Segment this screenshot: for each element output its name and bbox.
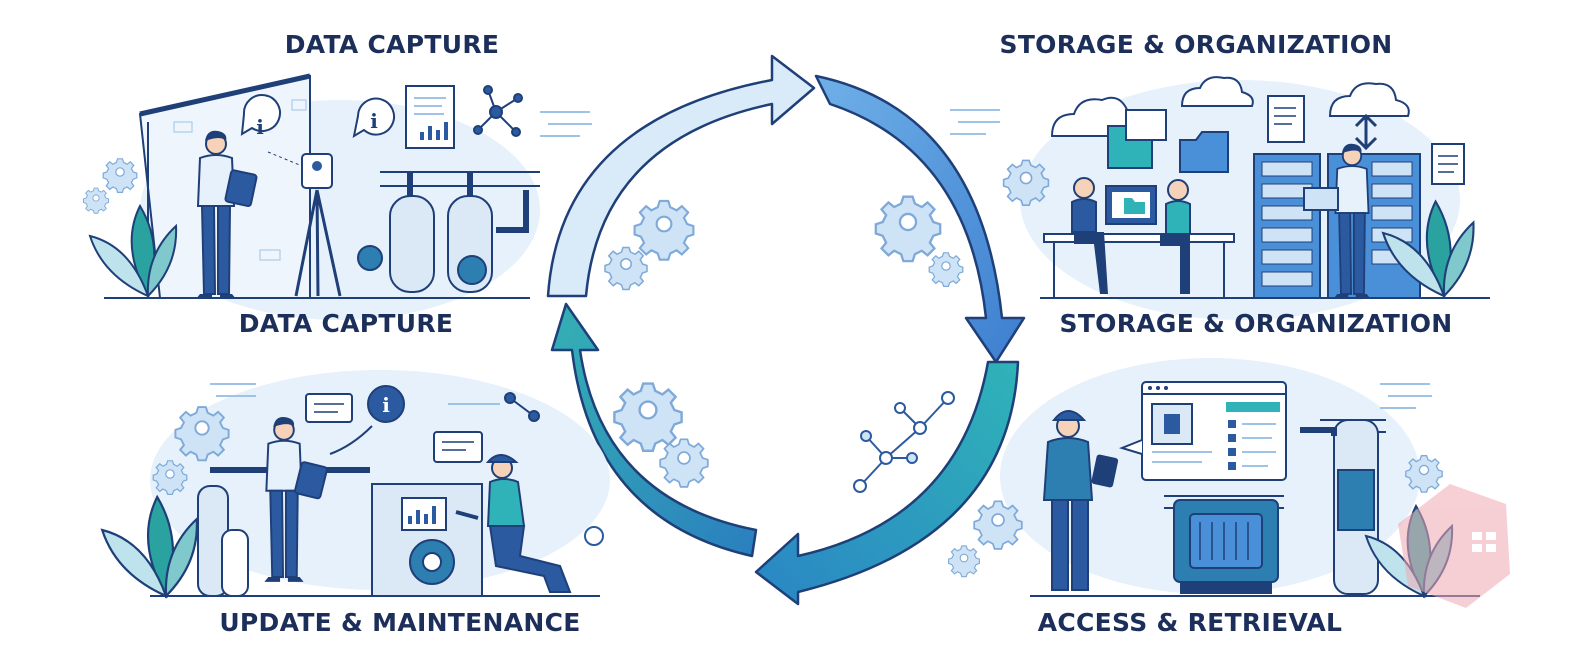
label-storage-bottom: STORAGE & ORGANIZATION xyxy=(1059,309,1453,338)
info-icon: i xyxy=(352,97,395,139)
label-update-maintenance: UPDATE & MAINTENANCE xyxy=(219,608,581,637)
cycle-arrow-access-to-update xyxy=(754,360,1020,606)
cycle-arrow-update-to-capture xyxy=(550,302,758,558)
svg-text:i: i xyxy=(382,393,390,417)
label-access-retrieval: ACCESS & RETRIEVAL xyxy=(1037,608,1343,637)
label-data-capture-top: DATA CAPTURE xyxy=(284,30,500,59)
data-capture-scene: i i xyxy=(82,73,592,320)
watermark-logo xyxy=(1398,484,1510,608)
update-maintenance-scene: i xyxy=(101,370,610,598)
storage-scene xyxy=(950,76,1490,320)
center-gear-icon xyxy=(604,195,964,488)
network-graph-icon xyxy=(853,391,955,493)
label-data-capture-bottom: DATA CAPTURE xyxy=(238,309,454,338)
info-icon: i xyxy=(367,385,405,423)
svg-text:i: i xyxy=(370,109,378,133)
access-retrieval-scene xyxy=(948,358,1510,608)
label-storage-top: STORAGE & ORGANIZATION xyxy=(999,30,1393,59)
cycle-arrow-capture-to-storage xyxy=(546,54,816,298)
info-icon: i xyxy=(240,94,281,139)
svg-text:i: i xyxy=(256,115,264,139)
